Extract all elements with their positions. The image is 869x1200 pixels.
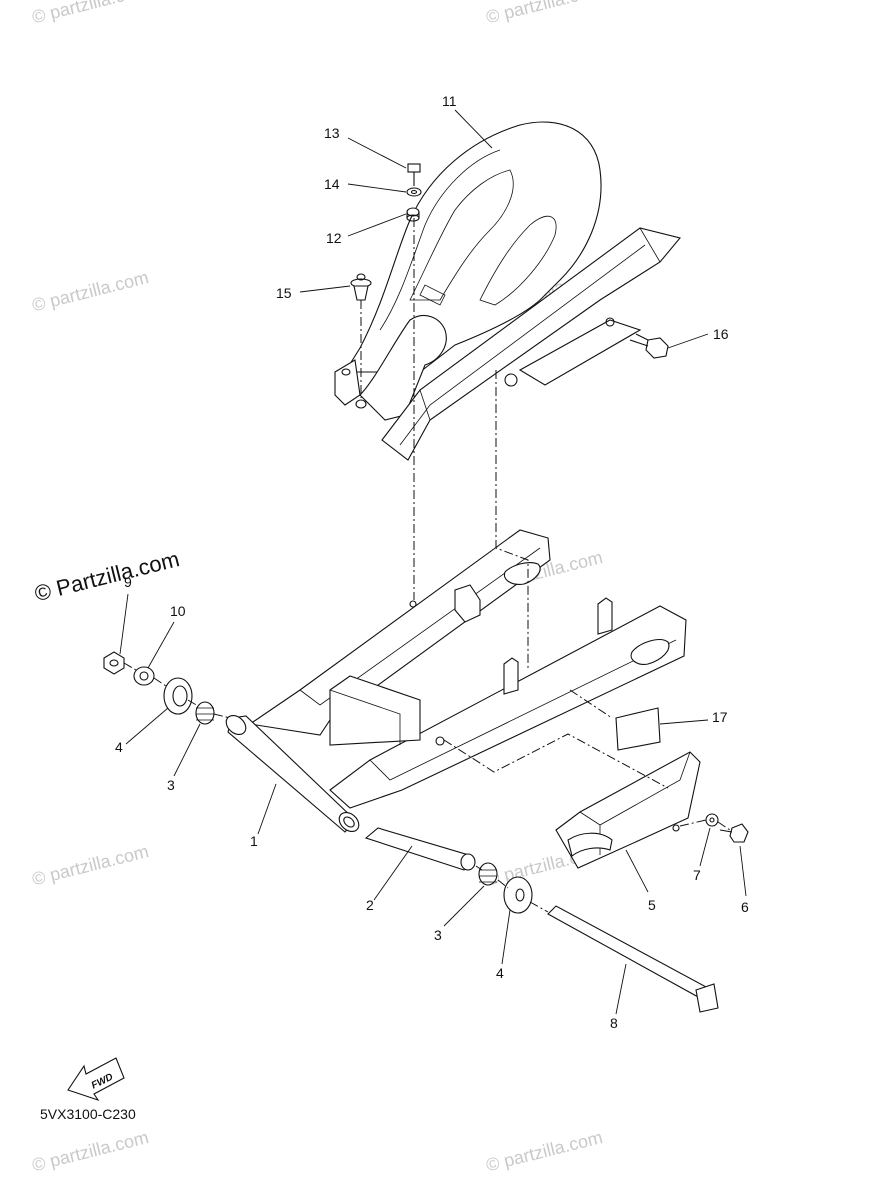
bolt-part-13 (407, 163, 421, 186)
thrust-cover-part-4-right (503, 876, 533, 914)
pivot-collar-part-2 (364, 827, 476, 871)
callout-5: 5 (648, 897, 656, 913)
callout-8: 8 (610, 1015, 618, 1031)
fwd-arrow-icon: FWD (67, 1057, 125, 1102)
bolt-part-16 (629, 333, 669, 359)
callout-14: 14 (324, 176, 340, 192)
nut-part-9 (103, 651, 125, 675)
rear-fender-part-11 (334, 121, 602, 421)
callout-4-left: 4 (115, 739, 123, 755)
callout-3-right: 3 (434, 927, 442, 943)
callout-15: 15 (276, 285, 292, 301)
callout-12: 12 (326, 230, 342, 246)
callout-2: 2 (366, 897, 374, 913)
callout-11: 11 (442, 93, 457, 109)
pivot-shaft-part-8 (547, 905, 719, 1013)
callout-10: 10 (170, 603, 186, 619)
diagram-code: 5VX3100-C230 (40, 1106, 136, 1122)
swingarm-part-1 (225, 529, 687, 833)
collar-part-7 (705, 813, 719, 827)
callout-3-left: 3 (167, 777, 175, 793)
callout-9: 9 (124, 574, 132, 590)
chain-slider-part-5 (555, 751, 701, 869)
bearing-part-3-right (478, 862, 498, 886)
callout-16: 16 (713, 326, 729, 342)
callout-6: 6 (741, 899, 749, 915)
oil-seal-part-4-left (163, 677, 193, 715)
bearing-part-3-left (195, 701, 215, 725)
caution-label-part-17 (615, 707, 661, 751)
washer-part-14 (406, 187, 422, 197)
callout-7: 7 (693, 867, 701, 883)
alignment-lines (123, 218, 731, 913)
callout-4-right: 4 (496, 965, 504, 981)
callout-17: 17 (712, 709, 728, 725)
bolt-part-6 (719, 823, 749, 843)
callout-13: 13 (324, 125, 340, 141)
washer-part-10 (133, 666, 155, 686)
callout-1: 1 (250, 833, 258, 849)
callout-labels: 11 13 14 12 15 16 9 10 17 4 3 1 7 6 5 2 … (115, 93, 749, 1031)
clip-part-15 (350, 273, 372, 301)
leader-lines (119, 109, 747, 1015)
chain-guard (381, 227, 681, 461)
collar-part-12 (406, 207, 420, 222)
